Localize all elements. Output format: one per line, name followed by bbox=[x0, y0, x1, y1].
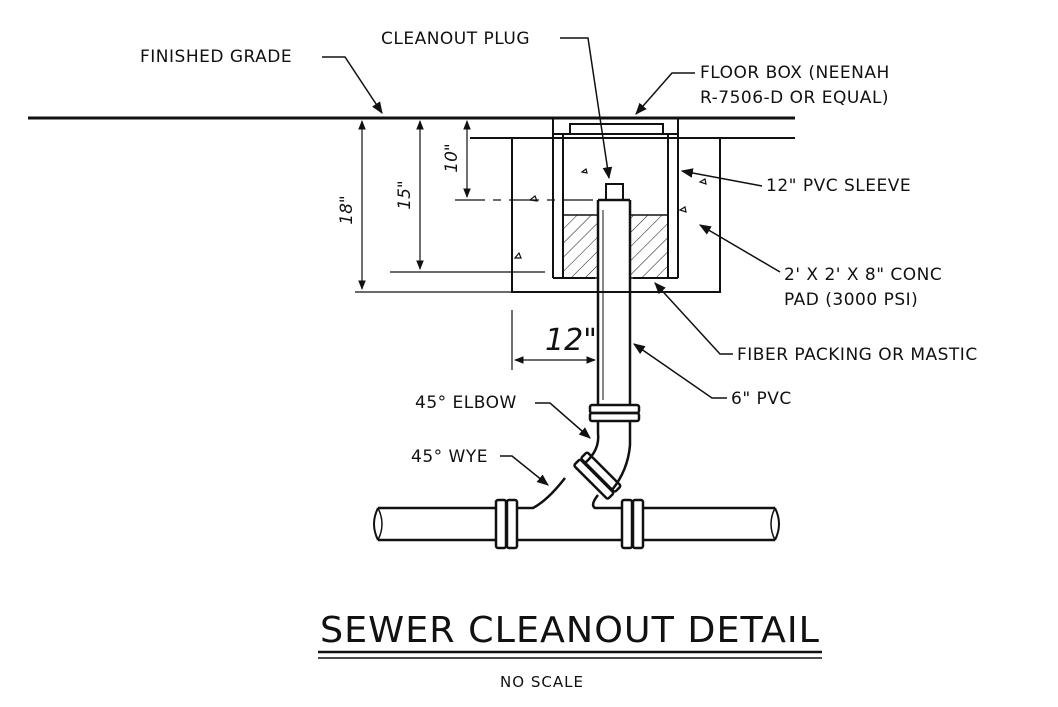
drawing-title: SEWER CLEANOUT DETAIL bbox=[320, 610, 820, 651]
concrete-aggregate-marks bbox=[513, 167, 707, 259]
label-6-pvc: 6" PVC bbox=[731, 389, 792, 409]
dimension-10: 10" bbox=[442, 143, 462, 172]
label-floor-box-line1: FLOOR BOX (NEENAH bbox=[700, 63, 890, 83]
label-finished-grade: FINISHED GRADE bbox=[140, 47, 292, 67]
label-floor-box-line2: R-7506-D OR EQUAL) bbox=[700, 88, 889, 108]
dimension-15: 15" bbox=[395, 180, 415, 209]
fiber-packing-right bbox=[629, 214, 669, 279]
dimension-18: 18" bbox=[337, 195, 357, 224]
dimension-12: 12" bbox=[545, 323, 597, 358]
label-cleanout-plug: CLEANOUT PLUG bbox=[381, 29, 530, 49]
leader-lines bbox=[322, 37, 781, 486]
fiber-packing-left bbox=[562, 214, 599, 279]
main-sewer-pipe bbox=[373, 498, 780, 550]
cleanout-plug bbox=[605, 183, 624, 201]
label-pvc-sleeve: 12" PVC SLEEVE bbox=[766, 176, 911, 196]
label-conc-pad-line2: PAD (3000 PSI) bbox=[784, 290, 918, 310]
concrete-pad bbox=[511, 138, 721, 293]
pvc-riser-pipe bbox=[596, 198, 632, 405]
label-45-wye: 45° WYE bbox=[411, 447, 488, 467]
label-fiber-packing: FIBER PACKING OR MASTIC bbox=[737, 345, 978, 365]
elbow-45 bbox=[584, 403, 641, 491]
drawing-subtitle: NO SCALE bbox=[500, 673, 584, 691]
dimension-lines bbox=[355, 120, 606, 370]
wye-45 bbox=[517, 477, 622, 542]
label-45-elbow: 45° ELBOW bbox=[415, 393, 517, 413]
label-conc-pad-line1: 2' X 2' X 8" CONC bbox=[784, 265, 942, 285]
wye-branch-coupling bbox=[573, 451, 622, 500]
